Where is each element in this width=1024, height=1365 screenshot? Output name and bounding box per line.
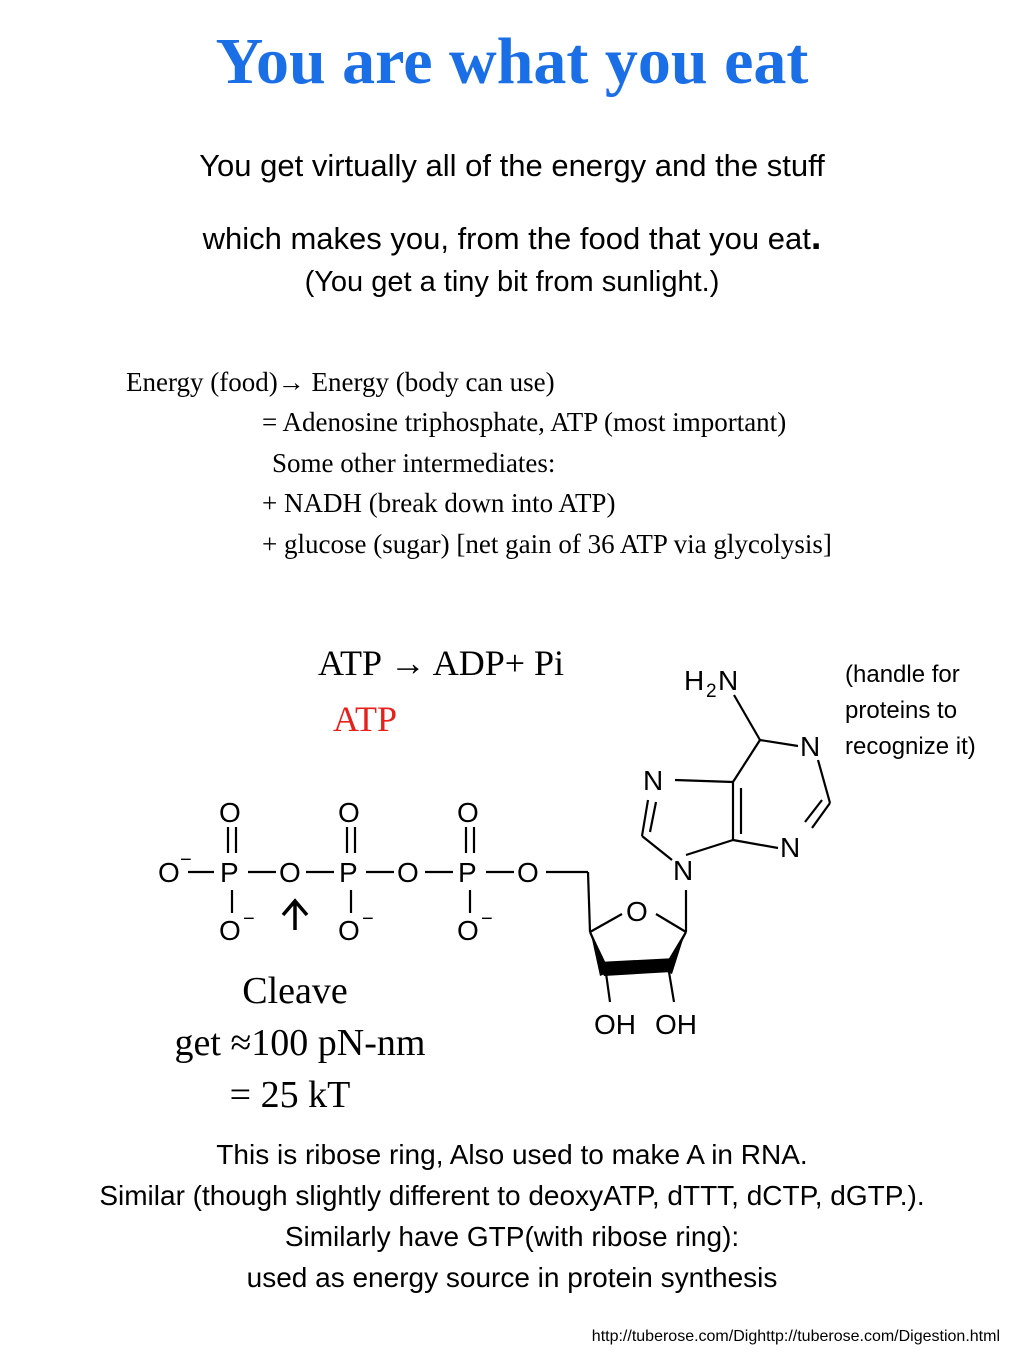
atom-p-3: P [458,857,477,888]
footer-line-1: This is ribose ring, Also used to make A… [216,1139,808,1170]
atom-oh-right: OH [655,1009,697,1040]
reaction-right: ADP+ Pi [425,643,565,683]
intro-line-1: You get virtually all of the energy and … [199,148,825,183]
intro-line-2: which makes you, from the food that you … [0,216,1024,259]
atom-ring-o: O [626,896,648,927]
handle-note-line-1: (handle for [845,661,960,688]
intro-line-2-period: . [810,216,822,258]
intro-line-3: (You get a tiny bit from sunlight.) [304,266,720,298]
atom-o-bottom-3: O [457,915,479,946]
atom-n-9: N [673,855,693,886]
energy-food-label: Energy (food) [126,367,278,397]
energy-line-4: + NADH (break down into ATP) [262,488,616,518]
footer-line-3: Similarly have GTP(with ribose ring): [284,1221,740,1252]
reaction-left: ATP [318,643,390,683]
up-arrow-icon [281,898,309,930]
ribose-wedge-right [662,930,686,974]
atom-minus-bottom-3: − [481,908,493,930]
handle-note: (handle for proteins to recognize it) [845,657,976,765]
atom-labels: O O − P O − O O P O − O O P O − O O OH O… [158,665,820,1040]
atom-p-1: P [220,857,239,888]
ribose-bold-bond [598,958,676,976]
atom-o-top-1: O [219,797,241,828]
atp-structure: O O − P O − O O P O − O O P O − O O OH O… [158,665,832,1040]
energy-line-1: Energy (food)→ Energy (body can use) [126,362,555,402]
atom-o-top-2: O [338,797,360,828]
ribose-wedge-left [590,930,610,976]
intro-line-2-text: which makes you, from the food that you … [202,221,811,256]
atom-h-subscript: 2 [706,681,717,702]
bond-lines [188,694,832,1003]
atom-n-1: N [800,731,820,762]
cleave-note: Cleave get ≈100 pN-nm = 25 kT [120,966,480,1120]
cleave-line-2: get ≈100 pN-nm [174,1022,426,1064]
reaction-arrow-icon: → [389,643,426,683]
energy-body-label: Energy (body can use) [304,367,555,397]
atom-minus-bottom-2: − [362,908,374,930]
source-url: http://tuberose.com/Dighttp://tuberose.c… [591,1328,1000,1345]
handle-note-line-3: recognize it) [845,733,976,760]
handle-note-line-2: proteins to [845,697,958,724]
right-arrow-icon: → [277,367,305,397]
atom-o-bridge-1: O [279,857,301,888]
atom-n-amine: N [718,665,738,696]
atom-o-top-3: O [457,797,479,828]
atom-o-bottom-2: O [338,915,360,946]
atom-o-bridge-3: O [517,857,539,888]
atom-oh-left: OH [594,1009,636,1040]
cleave-line-3: = 25 kT [229,1074,351,1116]
atom-o-bottom-1: O [219,915,241,946]
cleave-line-1: Cleave [242,970,348,1012]
atom-o-left: O [158,857,180,888]
atom-n-3: N [780,832,800,863]
energy-line-5: + glucose (sugar) [net gain of 36 ATP vi… [262,529,832,559]
atom-p-2: P [339,857,358,888]
energy-line-3: Some other intermediates: [272,448,556,478]
atom-o-bridge-2: O [397,857,419,888]
reaction-equation: ATP → ADP+ Pi [318,642,564,684]
footer-line-2: Similar (though slightly different to de… [99,1180,925,1211]
footer-line-4: used as energy source in protein synthes… [246,1262,778,1293]
atom-minus-left: − [180,849,192,871]
atom-n-7: N [643,765,663,796]
energy-line-2: = Adenosine triphosphate, ATP (most impo… [262,407,787,437]
atom-minus-bottom-1: − [243,908,255,930]
page-title: You are what you eat [215,25,809,98]
atom-h-amine: H [684,665,704,696]
atp-red-label: ATP [333,699,398,739]
